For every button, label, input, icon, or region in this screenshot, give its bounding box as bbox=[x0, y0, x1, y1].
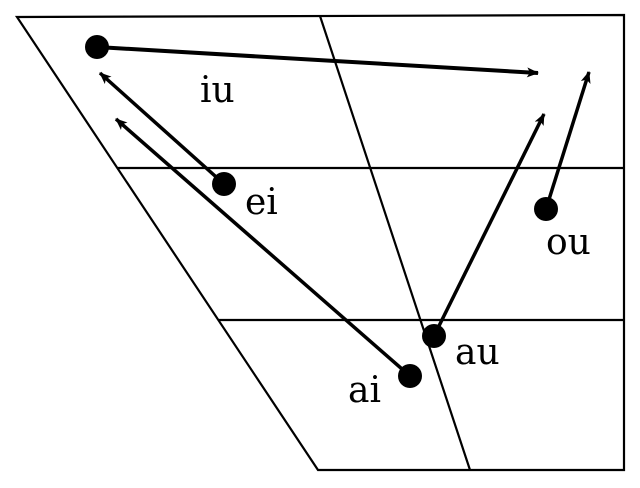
arrow-ei bbox=[98, 71, 226, 186]
dot-ou bbox=[534, 197, 558, 221]
central-divider bbox=[318, 15, 472, 471]
diphthong-arrows bbox=[96, 45, 591, 378]
trapezoid-grid bbox=[14, 13, 626, 472]
label-iu: iu bbox=[200, 70, 235, 111]
label-ai: ai bbox=[348, 370, 381, 411]
label-ei: ei bbox=[245, 182, 278, 223]
arrow-iu bbox=[96, 45, 539, 78]
label-ou: ou bbox=[546, 222, 591, 263]
arrow-ai bbox=[114, 117, 412, 378]
vowel-dots bbox=[85, 35, 558, 388]
dot-iu bbox=[85, 35, 109, 59]
dot-au bbox=[422, 324, 446, 348]
dot-ai bbox=[398, 364, 422, 388]
arrow-ou bbox=[544, 71, 591, 210]
trapezoid-outline bbox=[14, 13, 626, 472]
label-au: au bbox=[455, 332, 500, 373]
dot-ei bbox=[212, 172, 236, 196]
arrow-au bbox=[432, 113, 546, 337]
